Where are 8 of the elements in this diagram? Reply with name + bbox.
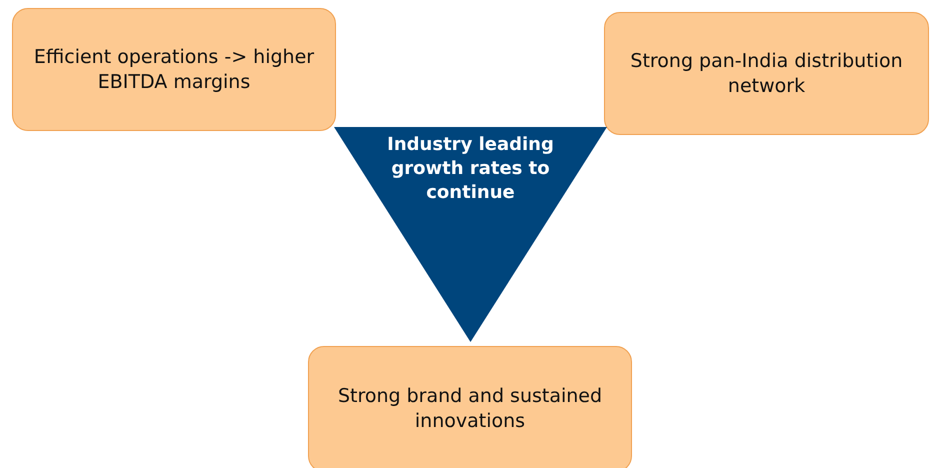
text-box	[604, 12, 929, 135]
text-box	[308, 346, 632, 468]
triangle-label: Industry leading growth rates to continue	[386, 133, 555, 205]
text-box	[12, 8, 336, 131]
box-label: Strong brand and sustained innovations	[336, 384, 604, 434]
box-label: Efficient operations -> higher EBITDA margins	[32, 44, 316, 94]
box-label: Strong pan-India distribution network	[629, 48, 904, 98]
triangle-shape	[334, 127, 607, 342]
